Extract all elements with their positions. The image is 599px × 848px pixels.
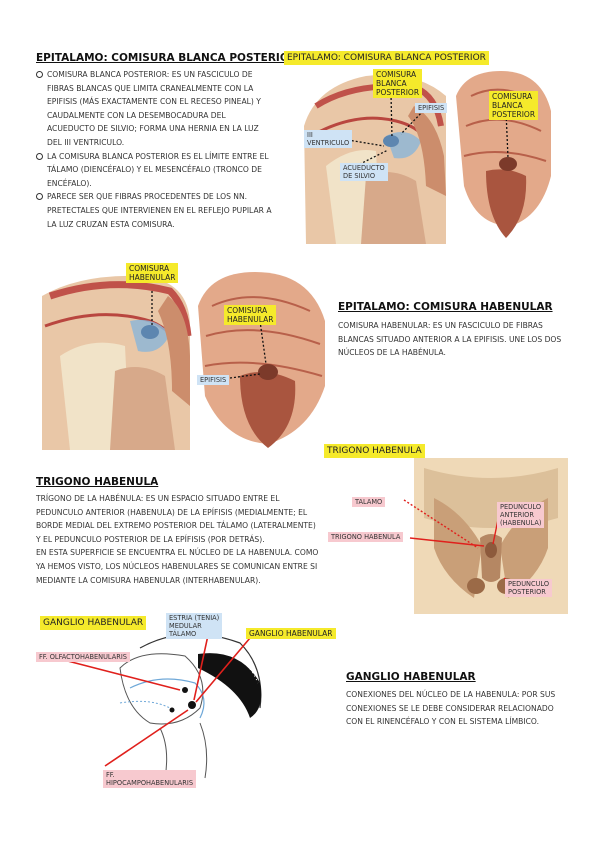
label-pedunculo-anterior: PEDUNCULO ANTERIOR (HABENULA) bbox=[497, 502, 545, 528]
ganglio-habenular-description: CONEXIONES DEL NÚCLEO DE LA HABENULA: PO… bbox=[346, 690, 556, 727]
sagittal-brain-left bbox=[304, 74, 446, 244]
label-comisura-blanca-2: COMISURA BLANCA POSTERIOR bbox=[489, 91, 539, 120]
bullet-item: PARECE SER QUE FIBRAS PROCEDENTES DE LOS… bbox=[36, 190, 272, 231]
pointer-lines bbox=[151, 291, 267, 379]
label-comisura-habenular-2: COMISURA HABENULAR bbox=[224, 305, 277, 325]
figure-title-comisura-blanca: EPITALAMO: COMISURA BLANCA POSTERIOR bbox=[284, 51, 489, 65]
label-ff-hipocampohabenularis: FF. HIPOCAMPOHABENULARIS bbox=[103, 770, 197, 788]
trigono-habenula-description: TRÍGONO DE LA HABÉNULA: ES UN ESPACIO SI… bbox=[36, 494, 319, 585]
label-ff-olfactohabenularis: FF. OLFACTOHABENULARIS bbox=[36, 652, 130, 662]
pointer-lines bbox=[55, 625, 251, 767]
section-heading-comisura-blanca: EPITALAMO: COMISURA BLANCA POSTERIOR bbox=[36, 52, 297, 64]
section-heading-ganglio-habenular: GANGLIO HABENULAR bbox=[346, 671, 476, 683]
label-acueducto-silvio: ACUEDUCTO DE SILVIO bbox=[340, 163, 388, 181]
label-trigono-habenula: TRIGONO HABENULA bbox=[328, 532, 404, 542]
figure-title-ganglio-habenular: GANGLIO HABENULAR bbox=[40, 616, 147, 630]
comisura-blanca-bullet-list: COMISURA BLANCA POSTERIOR: ES UN FASCICU… bbox=[36, 68, 272, 231]
brain-sagittal-illustration-2 bbox=[42, 272, 325, 450]
label-talamo: TALAMO bbox=[352, 497, 386, 507]
label-estria-medular: ESTRIA (TENIA) MEDULAR TÁLAMO bbox=[166, 613, 223, 639]
bullet-item: LA COMISURA BLANCA POSTERIOR ES EL LÍMIT… bbox=[36, 150, 272, 191]
label-pedunculo-posterior: PEDUNCULO POSTERIOR bbox=[505, 579, 553, 597]
bullet-item: COMISURA BLANCA POSTERIOR: ES UN FASCICU… bbox=[36, 68, 272, 150]
section-heading-comisura-habenular: EPITALAMO: COMISURA HABENULAR bbox=[338, 301, 553, 313]
label-epifisis-1: EPIFISIS bbox=[415, 103, 448, 113]
ganglio-habenular-diagram bbox=[55, 625, 262, 779]
label-epifisis-2: EPIFISIS bbox=[197, 375, 230, 385]
label-ganglio-habenular: GANGLIO HABENULAR bbox=[246, 628, 336, 639]
section-heading-trigono-habenula: TRIGONO HABENULA bbox=[36, 476, 159, 488]
label-comisura-habenular-1: COMISURA HABENULAR bbox=[126, 263, 179, 283]
dorsal-brain-right bbox=[198, 272, 325, 448]
figure-title-trigono-habenula: TRIGONO HABENULA bbox=[324, 444, 425, 458]
label-comisura-blanca-1: COMISURA BLANCA POSTERIOR bbox=[373, 69, 423, 98]
comisura-habenular-description: COMISURA HABENULAR: ES UN FASCICULO DE F… bbox=[338, 321, 562, 358]
sagittal-brain-left bbox=[42, 275, 192, 450]
label-iii-ventriculo: III VENTRICULO bbox=[304, 130, 353, 148]
